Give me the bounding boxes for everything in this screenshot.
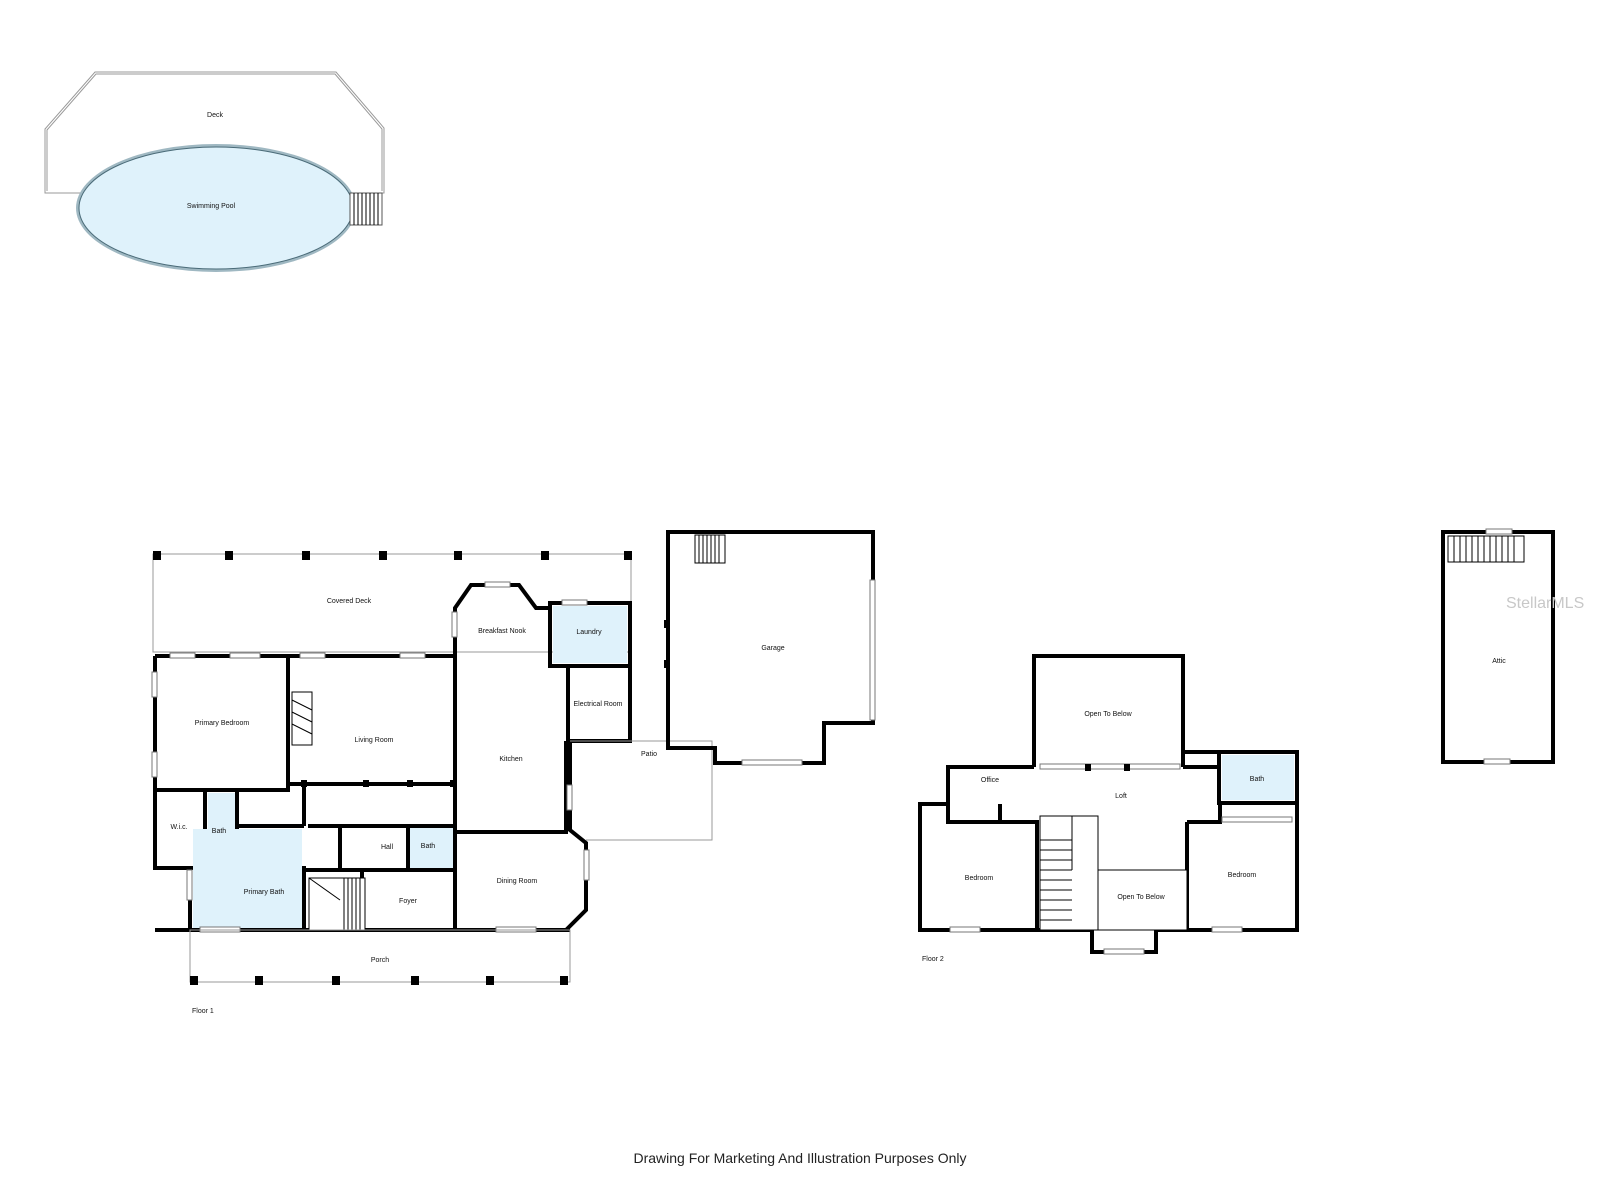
covered-deck-posts xyxy=(153,551,632,560)
porch-outline xyxy=(189,929,571,983)
laundry-label: Laundry xyxy=(576,629,602,636)
living-room-label: Living Room xyxy=(355,737,394,744)
breakfast-nook-label: Breakfast Nook xyxy=(478,628,526,635)
garage-label: Garage xyxy=(761,645,784,652)
primary-bath-label: Primary Bath xyxy=(244,889,285,896)
porch-posts xyxy=(190,976,568,985)
wic-label: W.i.c. xyxy=(170,824,187,831)
open-to-below-top-label: Open To Below xyxy=(1084,711,1132,718)
floor-2-plan: Open To Below Office Loft Bath Bedroom B… xyxy=(918,654,1299,963)
loft-label: Loft xyxy=(1115,793,1127,800)
garage-stairs xyxy=(694,534,726,564)
footer-disclaimer: Drawing For Marketing And Illustration P… xyxy=(633,1150,966,1166)
attic-plan: Attic xyxy=(1441,528,1555,765)
bedroom-right-label: Bedroom xyxy=(1228,872,1257,879)
kitchen-label: Kitchen xyxy=(499,756,522,763)
pool-steps xyxy=(349,192,383,226)
pool-area: Deck Swimming Pool xyxy=(44,71,385,272)
dining-room-label: Dining Room xyxy=(497,878,538,885)
deck-label: Deck xyxy=(207,112,223,119)
office-label: Office xyxy=(981,777,999,784)
primary-bath-fill xyxy=(193,829,302,928)
patio-outline xyxy=(570,740,713,841)
floor-2-stairs xyxy=(1039,815,1099,931)
watermark: StellarMLS xyxy=(1506,595,1584,612)
patio-label: Patio xyxy=(641,751,657,758)
attic-label: Attic xyxy=(1492,658,1506,665)
attic-stairs xyxy=(1447,535,1525,563)
floor-1-plan: Covered Deck Breakfast Nook Laundry Gara… xyxy=(151,530,876,1015)
bedroom-left-label: Bedroom xyxy=(965,875,994,882)
deck-outline xyxy=(44,71,385,194)
fireplace xyxy=(291,691,313,746)
porch-label: Porch xyxy=(371,957,389,964)
floor-2-walls xyxy=(1032,654,1185,767)
bath-b-label: Bath xyxy=(421,843,436,850)
swimming-pool-label: Swimming Pool xyxy=(187,203,236,210)
floor-2-bath-fill xyxy=(1222,755,1294,800)
floor-2-label: Floor 2 xyxy=(922,956,944,963)
deck-outline-inner xyxy=(46,73,383,191)
bath-b-fill xyxy=(410,828,453,868)
floor-2-bath-label: Bath xyxy=(1250,776,1265,783)
hall-label: Hall xyxy=(381,844,394,851)
primary-bedroom-label: Primary Bedroom xyxy=(195,720,250,727)
electrical-room-label: Electrical Room xyxy=(573,701,622,708)
foyer-label: Foyer xyxy=(399,898,418,905)
attic-walls xyxy=(1441,530,1555,764)
laundry-fill xyxy=(553,606,627,663)
covered-deck-label: Covered Deck xyxy=(327,598,372,605)
open-to-below-bottom-label: Open To Below xyxy=(1117,894,1165,901)
floor-1-stairs xyxy=(308,877,366,931)
floor-1-label: Floor 1 xyxy=(192,1008,214,1015)
bath-a-label: Bath xyxy=(212,828,227,835)
